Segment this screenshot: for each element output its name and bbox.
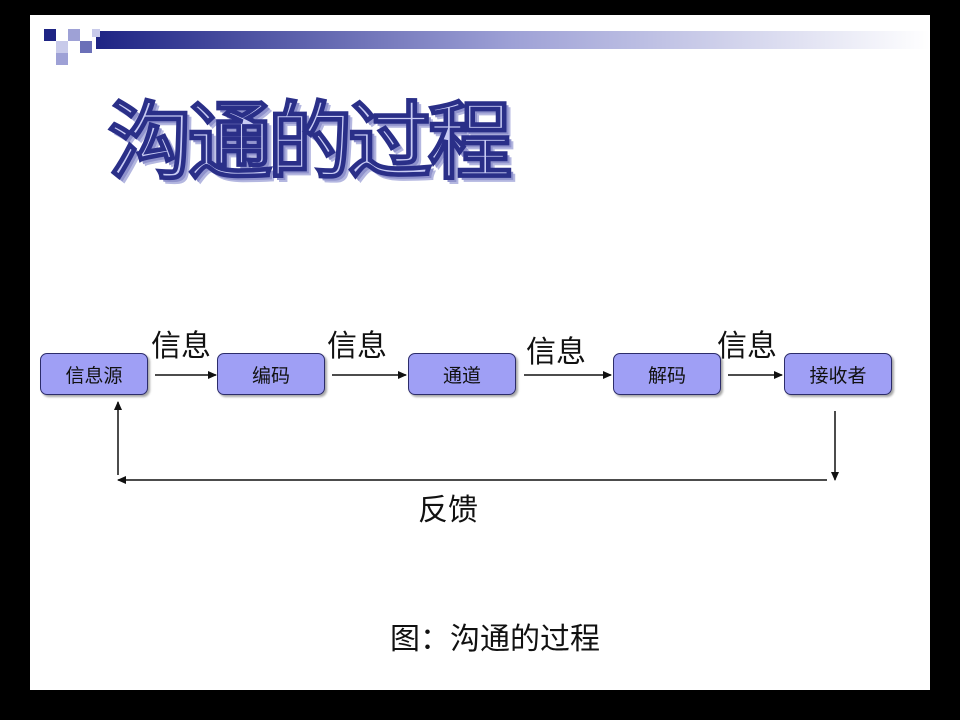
figure-caption: 图：沟通的过程 [390,622,600,657]
header-square-mid [68,29,80,41]
edge-label-source-to-encode: 信息 [151,329,211,364]
node-information-source-label: 信息源 [65,364,123,387]
header-square-mid2 [80,41,92,53]
header-square-dark [44,29,56,41]
edge-label-decode-to-receiver: 信息 [717,329,777,364]
slide: 沟通的过程 信息源 编码 通道 解码 接收者 信息 信息 信息 信息 反馈 图：… [30,15,930,690]
edge-label-channel-to-decode: 信息 [526,335,586,370]
header-band [44,29,930,65]
slide-title: 沟通的过程 [107,92,513,192]
node-encode: 编码 [217,353,325,395]
header-square-mid3 [56,53,68,65]
header-square-small [92,29,100,37]
node-decode-label: 解码 [647,364,686,387]
node-information-source: 信息源 [40,353,148,395]
node-channel: 通道 [408,353,516,395]
node-channel-label: 通道 [442,364,481,387]
header-gradient-bar [96,31,930,49]
edge-label-encode-to-channel: 信息 [327,329,387,364]
node-receiver: 接收者 [784,353,892,395]
node-decode: 解码 [613,353,721,395]
node-encode-label: 编码 [251,364,290,387]
edge-label-feedback: 反馈 [418,493,478,528]
diagram-connectors [114,371,839,484]
header-square-light [56,41,68,53]
node-receiver-label: 接收者 [809,364,867,387]
